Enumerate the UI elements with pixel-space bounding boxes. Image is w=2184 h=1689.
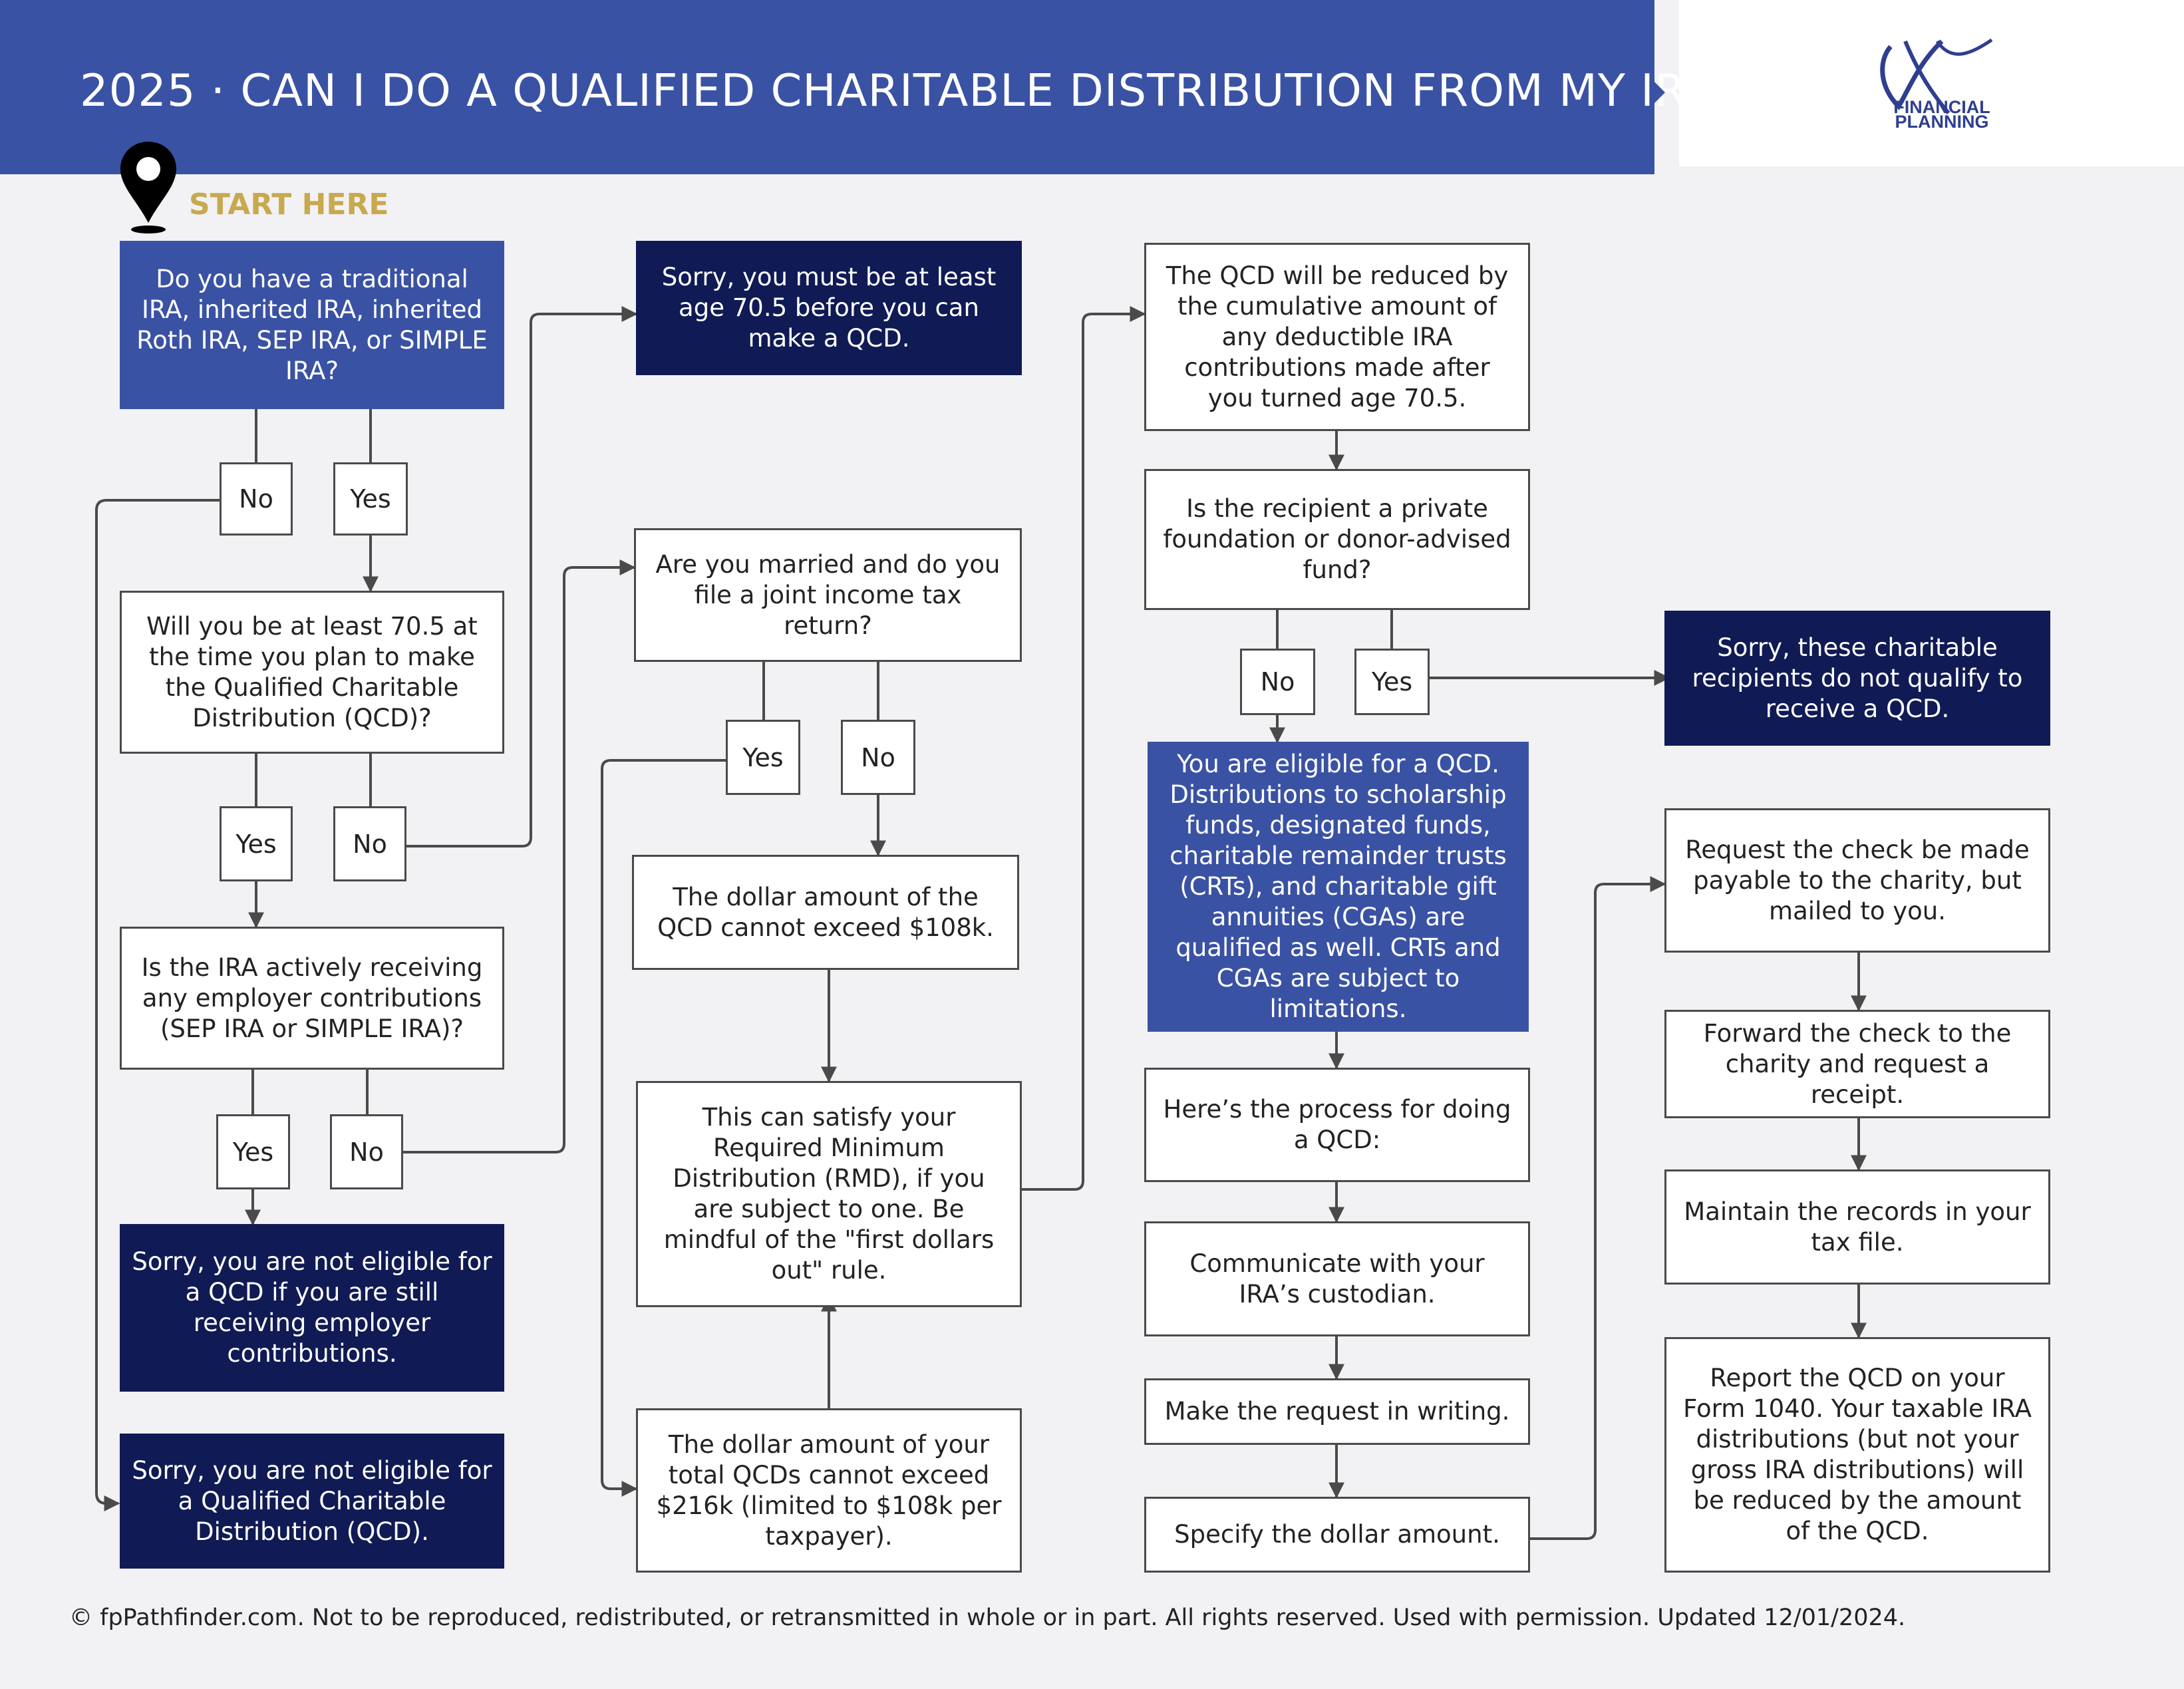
answer-yes-married[interactable]: Yes [726, 720, 800, 795]
answer-yes-employer[interactable]: Yes [216, 1114, 290, 1189]
location-pin-icon [120, 142, 176, 233]
start-here-label: START HERE [189, 188, 389, 222]
question-employer-contributions: Is the IRA actively receiving any employ… [120, 927, 504, 1070]
result-recipients-ineligible: Sorry, these charitable recipients do no… [1664, 611, 2050, 746]
info-rmd: This can satisfy your Required Minimum D… [636, 1081, 1022, 1307]
result-not-eligible: Sorry, you are not eligible for a Qualif… [120, 1434, 504, 1569]
answer-no-employer[interactable]: No [330, 1114, 403, 1189]
question-married-joint: Are you married and do you file a joint … [634, 528, 1022, 662]
logo-panel: FINANCIAL PLANNING [1679, 0, 2184, 166]
question-age-70-5: Will you be at least 70.5 at the time yo… [120, 591, 504, 754]
answer-no-married[interactable]: No [841, 720, 915, 795]
process-step-check: Request the check be made payable to the… [1664, 808, 2050, 953]
process-step-report: Report the QCD on your Form 1040. Your t… [1664, 1337, 2050, 1573]
question-private-foundation: Is the recipient a private foundation or… [1144, 469, 1530, 610]
info-limit-216k: The dollar amount of your total QCDs can… [636, 1408, 1022, 1573]
header-arrow [1654, 82, 1665, 103]
answer-no-age[interactable]: No [333, 806, 406, 881]
question-ira-type: Do you have a traditional IRA, inherited… [120, 241, 504, 409]
info-eligible-for-qcd: You are eligible for a QCD. Distribution… [1148, 742, 1529, 1032]
process-step-forward: Forward the check to the charity and req… [1664, 1010, 2050, 1118]
footer-copyright: © fpPathfinder.com. Not to be reproduced… [69, 1605, 1906, 1631]
answer-no-private[interactable]: No [1240, 649, 1315, 715]
financial-planning-logo: FINANCIAL PLANNING [1880, 38, 1993, 132]
answer-yes-age[interactable]: Yes [220, 806, 293, 881]
answer-no-ira-type[interactable]: No [220, 462, 293, 536]
process-step-custodian: Communicate with your IRA’s custodian. [1144, 1221, 1530, 1336]
logo-text-line2: PLANNING [1895, 112, 1989, 132]
page-title: 2025 · CAN I DO A QUALIFIED CHARITABLE D… [80, 65, 1740, 116]
info-qcd-reduced: The QCD will be reduced by the cumulativ… [1144, 243, 1530, 431]
header-banner: 2025 · CAN I DO A QUALIFIED CHARITABLE D… [0, 0, 1739, 174]
result-employer-ineligible: Sorry, you are not eligible for a QCD if… [120, 1224, 504, 1392]
process-step-amount: Specify the dollar amount. [1144, 1497, 1530, 1573]
result-age-requirement: Sorry, you must be at least age 70.5 bef… [636, 241, 1022, 375]
answer-yes-private[interactable]: Yes [1354, 649, 1430, 715]
logo-text-line1: FINANCIAL [1893, 97, 1990, 117]
process-step-records: Maintain the records in your tax file. [1664, 1169, 2050, 1285]
answer-yes-ira-type[interactable]: Yes [333, 462, 408, 536]
process-step-writing: Make the request in writing. [1144, 1378, 1530, 1445]
info-limit-108k: The dollar amount of the QCD cannot exce… [632, 855, 1019, 970]
process-intro: Here’s the process for doing a QCD: [1144, 1068, 1530, 1182]
